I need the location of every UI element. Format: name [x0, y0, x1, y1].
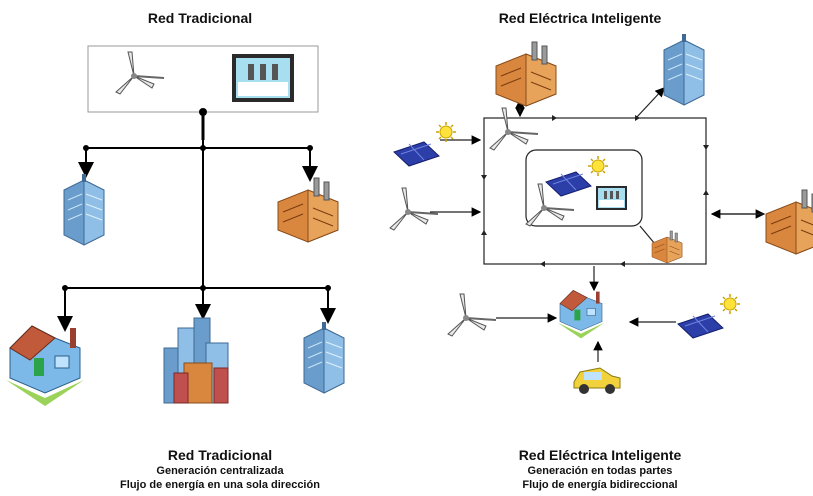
right-caption-line1: Generación en todas partes: [527, 465, 673, 477]
solar-panel-icon: [393, 141, 440, 167]
sun-icon: [719, 293, 741, 315]
wind-turbine-icon: [447, 293, 497, 337]
power-plant-icon: [596, 186, 627, 210]
traditional-network: [57, 112, 336, 332]
factory-icon: [651, 230, 683, 264]
solar-panel-icon: [677, 313, 724, 339]
sun-icon: [587, 155, 609, 177]
electric-car-icon: [573, 367, 621, 395]
house-icon: [557, 290, 605, 339]
wind-turbine-icon: [389, 187, 439, 231]
sun-icon: [435, 121, 457, 143]
power-plant-icon: [232, 54, 294, 102]
left-caption-line1: Generación centralizada: [156, 465, 284, 477]
loop-flow-arrows: [481, 115, 709, 267]
right-caption-line2: Flujo de energía bidireccional: [522, 479, 678, 491]
left-caption: Red Tradicional Generación centralizada …: [90, 446, 350, 492]
wind-turbine-icon: [489, 107, 539, 151]
city-icon: [163, 317, 229, 404]
factory-icon: [277, 177, 339, 243]
office-tower-icon: [663, 33, 705, 106]
office-tower-icon: [303, 321, 345, 394]
factory-icon: [495, 41, 557, 107]
left-caption-line2: Flujo de energía en una sola dirección: [120, 479, 320, 491]
house-icon: [5, 325, 85, 407]
right-caption: Red Eléctrica Inteligente Generación en …: [470, 446, 730, 492]
left-title: Red Tradicional: [147, 10, 253, 26]
right-title: Red Eléctrica Inteligente: [498, 10, 662, 26]
right-caption-title: Red Eléctrica Inteligente: [518, 447, 682, 463]
source-node: [199, 108, 207, 116]
left-caption-title: Red Tradicional: [167, 447, 273, 463]
factory-icon: [765, 189, 813, 255]
office-tower-icon: [63, 173, 105, 246]
